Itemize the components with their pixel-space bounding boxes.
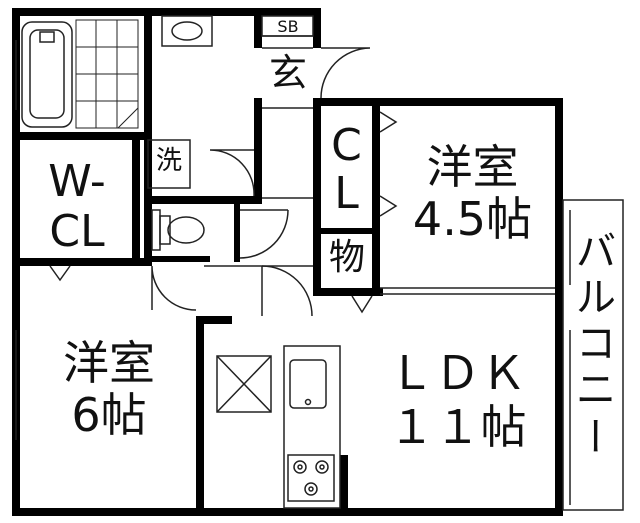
washbasin [161,15,213,47]
entrance-label: 玄 [268,51,307,95]
walk-in-closet-line2: CL [49,206,105,257]
shoe-box-label: SB [277,17,299,36]
balcony-char-4: ニ [576,367,616,413]
western-room-4-5-label: 洋室 4.5帖 [400,144,545,242]
stove [287,454,335,502]
thin-lines [15,35,624,511]
ldk-door [261,265,313,317]
bath-floor-tiles [75,19,139,129]
walk-in-closet-label: W- CL [22,160,132,254]
entrance-door [320,47,371,99]
toilet-fixture [151,209,205,251]
kitchen-counter [283,345,341,509]
walk-in-closet-line1: W- [48,156,106,207]
walls [12,8,563,516]
balcony-char-1: バ [576,229,616,275]
shoe-box [261,15,314,37]
western-room-6-name: 洋室 [63,336,155,390]
western-room-6-size: 6帖 [71,388,147,442]
bathtub [21,21,73,128]
storage-label: 物 [328,237,365,278]
washer-label: 洗 [155,146,182,176]
kitchen-sink [289,359,327,409]
doors [49,47,398,317]
balcony-char-2: ル [576,275,616,321]
room6-door [151,265,197,311]
balcony-label: バ ル コ ニ ー [569,229,620,456]
washroom-door [209,149,255,197]
ldk-name: ＬＤＫ [388,346,527,400]
washer-box [147,139,191,189]
ldk-size: １１帖 [388,400,527,454]
western-room-4-5-name: 洋室 [426,140,519,194]
ldk-label: ＬＤＫ １１帖 [370,350,545,450]
balcony-char-3: コ [576,321,616,367]
toilet-door [239,209,289,259]
closet-label: C L [321,124,372,216]
western-room-6-label: 洋室 6帖 [44,340,174,438]
kitchen [283,345,341,509]
balcony-char-5: ー [569,416,615,456]
refrigerator-space [216,355,272,413]
western-room-4-5-size: 4.5帖 [412,192,533,246]
closet-line2: L [334,168,359,219]
closet-line1: C [331,120,362,171]
